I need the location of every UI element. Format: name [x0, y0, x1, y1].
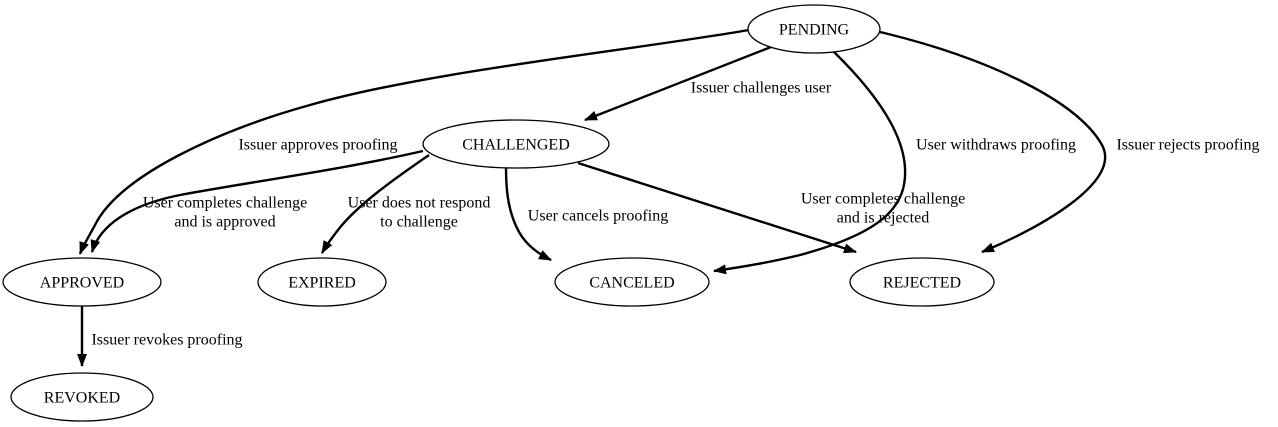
- edge-label-challenged-to-expired: User does not respond to challenge: [348, 195, 491, 231]
- edge-pending-to-approved: [78, 28, 750, 255]
- edge-challenged-to-approved: [90, 149, 424, 253]
- edge-pending-to-rejected: [879, 30, 1107, 254]
- edge-label-line: User completes challenge: [801, 191, 965, 208]
- edge-label-line: User does not respond: [348, 195, 491, 212]
- state-node-rejected: REJECTED: [849, 257, 995, 307]
- edge-label-line: Issuer approves proofing: [238, 137, 397, 154]
- state-label-pending: PENDING: [779, 22, 850, 39]
- state-node-approved: APPROVED: [2, 257, 162, 307]
- state-label-canceled: CANCELED: [589, 275, 674, 292]
- edge-label-challenged-to-rejected: User completes challenge and is rejected: [801, 191, 965, 227]
- state-label-approved: APPROVED: [40, 275, 124, 292]
- state-ellipse-challenged: [422, 119, 610, 169]
- state-node-canceled: CANCELED: [554, 257, 710, 307]
- edge-label-pending-to-challenged: Issuer challenges user: [691, 80, 832, 97]
- edge-label-pending-to-rejected: Issuer rejects proofing: [1116, 137, 1259, 154]
- edge-label-line: User withdraws proofing: [916, 137, 1076, 154]
- state-label-challenged: CHALLENGED: [462, 137, 570, 154]
- state-node-expired: EXPIRED: [257, 257, 387, 307]
- edge-challenged-to-expired: [320, 154, 430, 254]
- edge-pending-to-challenged: [584, 45, 772, 122]
- state-label-expired: EXPIRED: [288, 275, 356, 292]
- edge-label-line: to challenge: [380, 214, 458, 231]
- edge-challenged-to-rejected: [577, 161, 857, 254]
- edge-label-approved-to-revoked: Issuer revokes proofing: [91, 332, 242, 349]
- edge-pending-to-canceled: [713, 50, 907, 275]
- state-label-rejected: REJECTED: [883, 275, 961, 292]
- edge-label-line: Issuer challenges user: [691, 80, 832, 97]
- edge-label-pending-to-canceled: User withdraws proofing: [916, 137, 1076, 154]
- state-ellipse-approved: [2, 257, 162, 307]
- state-label-revoked: REVOKED: [44, 390, 120, 407]
- edge-label-line: Issuer rejects proofing: [1116, 137, 1259, 154]
- state-node-revoked: REVOKED: [10, 372, 154, 422]
- edge-label-line: and is approved: [174, 214, 275, 231]
- state-node-challenged: CHALLENGED: [422, 119, 610, 169]
- state-ellipse-expired: [257, 257, 387, 307]
- edge-label-challenged-to-canceled: User cancels proofing: [528, 208, 668, 225]
- edge-label-line: and is rejected: [837, 210, 929, 227]
- state-ellipse-pending: [747, 4, 881, 54]
- edge-label-pending-to-approved: Issuer approves proofing: [238, 137, 397, 154]
- state-ellipse-canceled: [554, 257, 710, 307]
- edge-label-challenged-to-approved: User completes challenge and is approved: [143, 195, 307, 231]
- edge-label-line: User cancels proofing: [528, 208, 668, 225]
- edge-label-line: User completes challenge: [143, 195, 307, 212]
- nodes-layer: PENDING CHALLENGED APPROVED EXPIRED CANCELED…: [2, 4, 995, 422]
- state-node-pending: PENDING: [747, 4, 881, 54]
- edge-challenged-to-canceled: [504, 167, 552, 262]
- state-ellipse-rejected: [849, 257, 995, 307]
- edge-label-line: Issuer revokes proofing: [91, 332, 242, 349]
- state-ellipse-revoked: [10, 372, 154, 422]
